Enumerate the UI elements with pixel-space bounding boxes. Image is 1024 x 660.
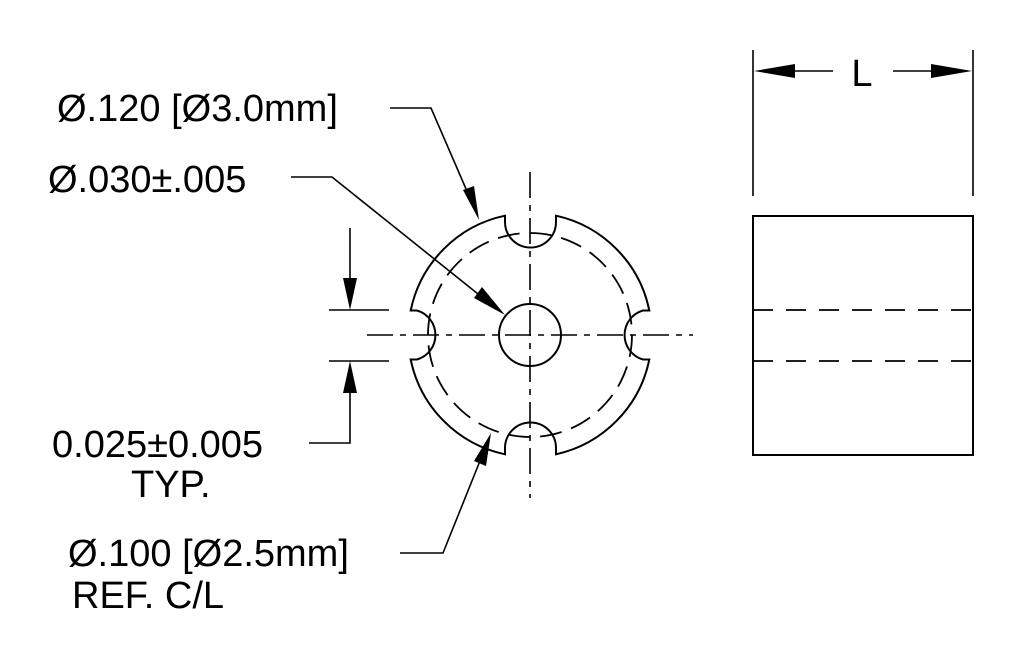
label-length: L [851,53,872,95]
label-slot-width: 0.025±0.005 [52,424,263,466]
outer-profile-with-notches [409,214,651,456]
label-slot-typ: TYP. [131,464,211,506]
arrowhead [474,433,491,466]
label-outer-diameter: Ø.120 [Ø3.0mm] [57,88,338,130]
arrowhead-down [343,278,357,310]
dimension-slot-width: 0.025±0.005 TYP. [52,228,389,506]
leader-reference-circle: Ø.100 [Ø2.5mm] REF. C/L [68,433,491,617]
label-reference-circle: Ø.100 [Ø2.5mm] [68,533,349,575]
arrowhead-right [931,64,972,78]
label-reference-cl: REF. C/L [72,575,224,617]
leader-outer-diameter: Ø.120 [Ø3.0mm] [57,88,479,220]
arrowhead-up [343,361,357,393]
arrowhead-left [754,64,795,78]
arrowhead [474,287,505,315]
arrowhead [463,186,479,220]
label-hole-diameter: Ø.030±.005 [48,159,246,201]
side-view [752,215,974,456]
leader-hole-diameter: Ø.030±.005 [48,159,505,315]
side-view-outline [752,215,974,456]
front-view [367,172,693,498]
dimension-length: L [752,50,974,196]
